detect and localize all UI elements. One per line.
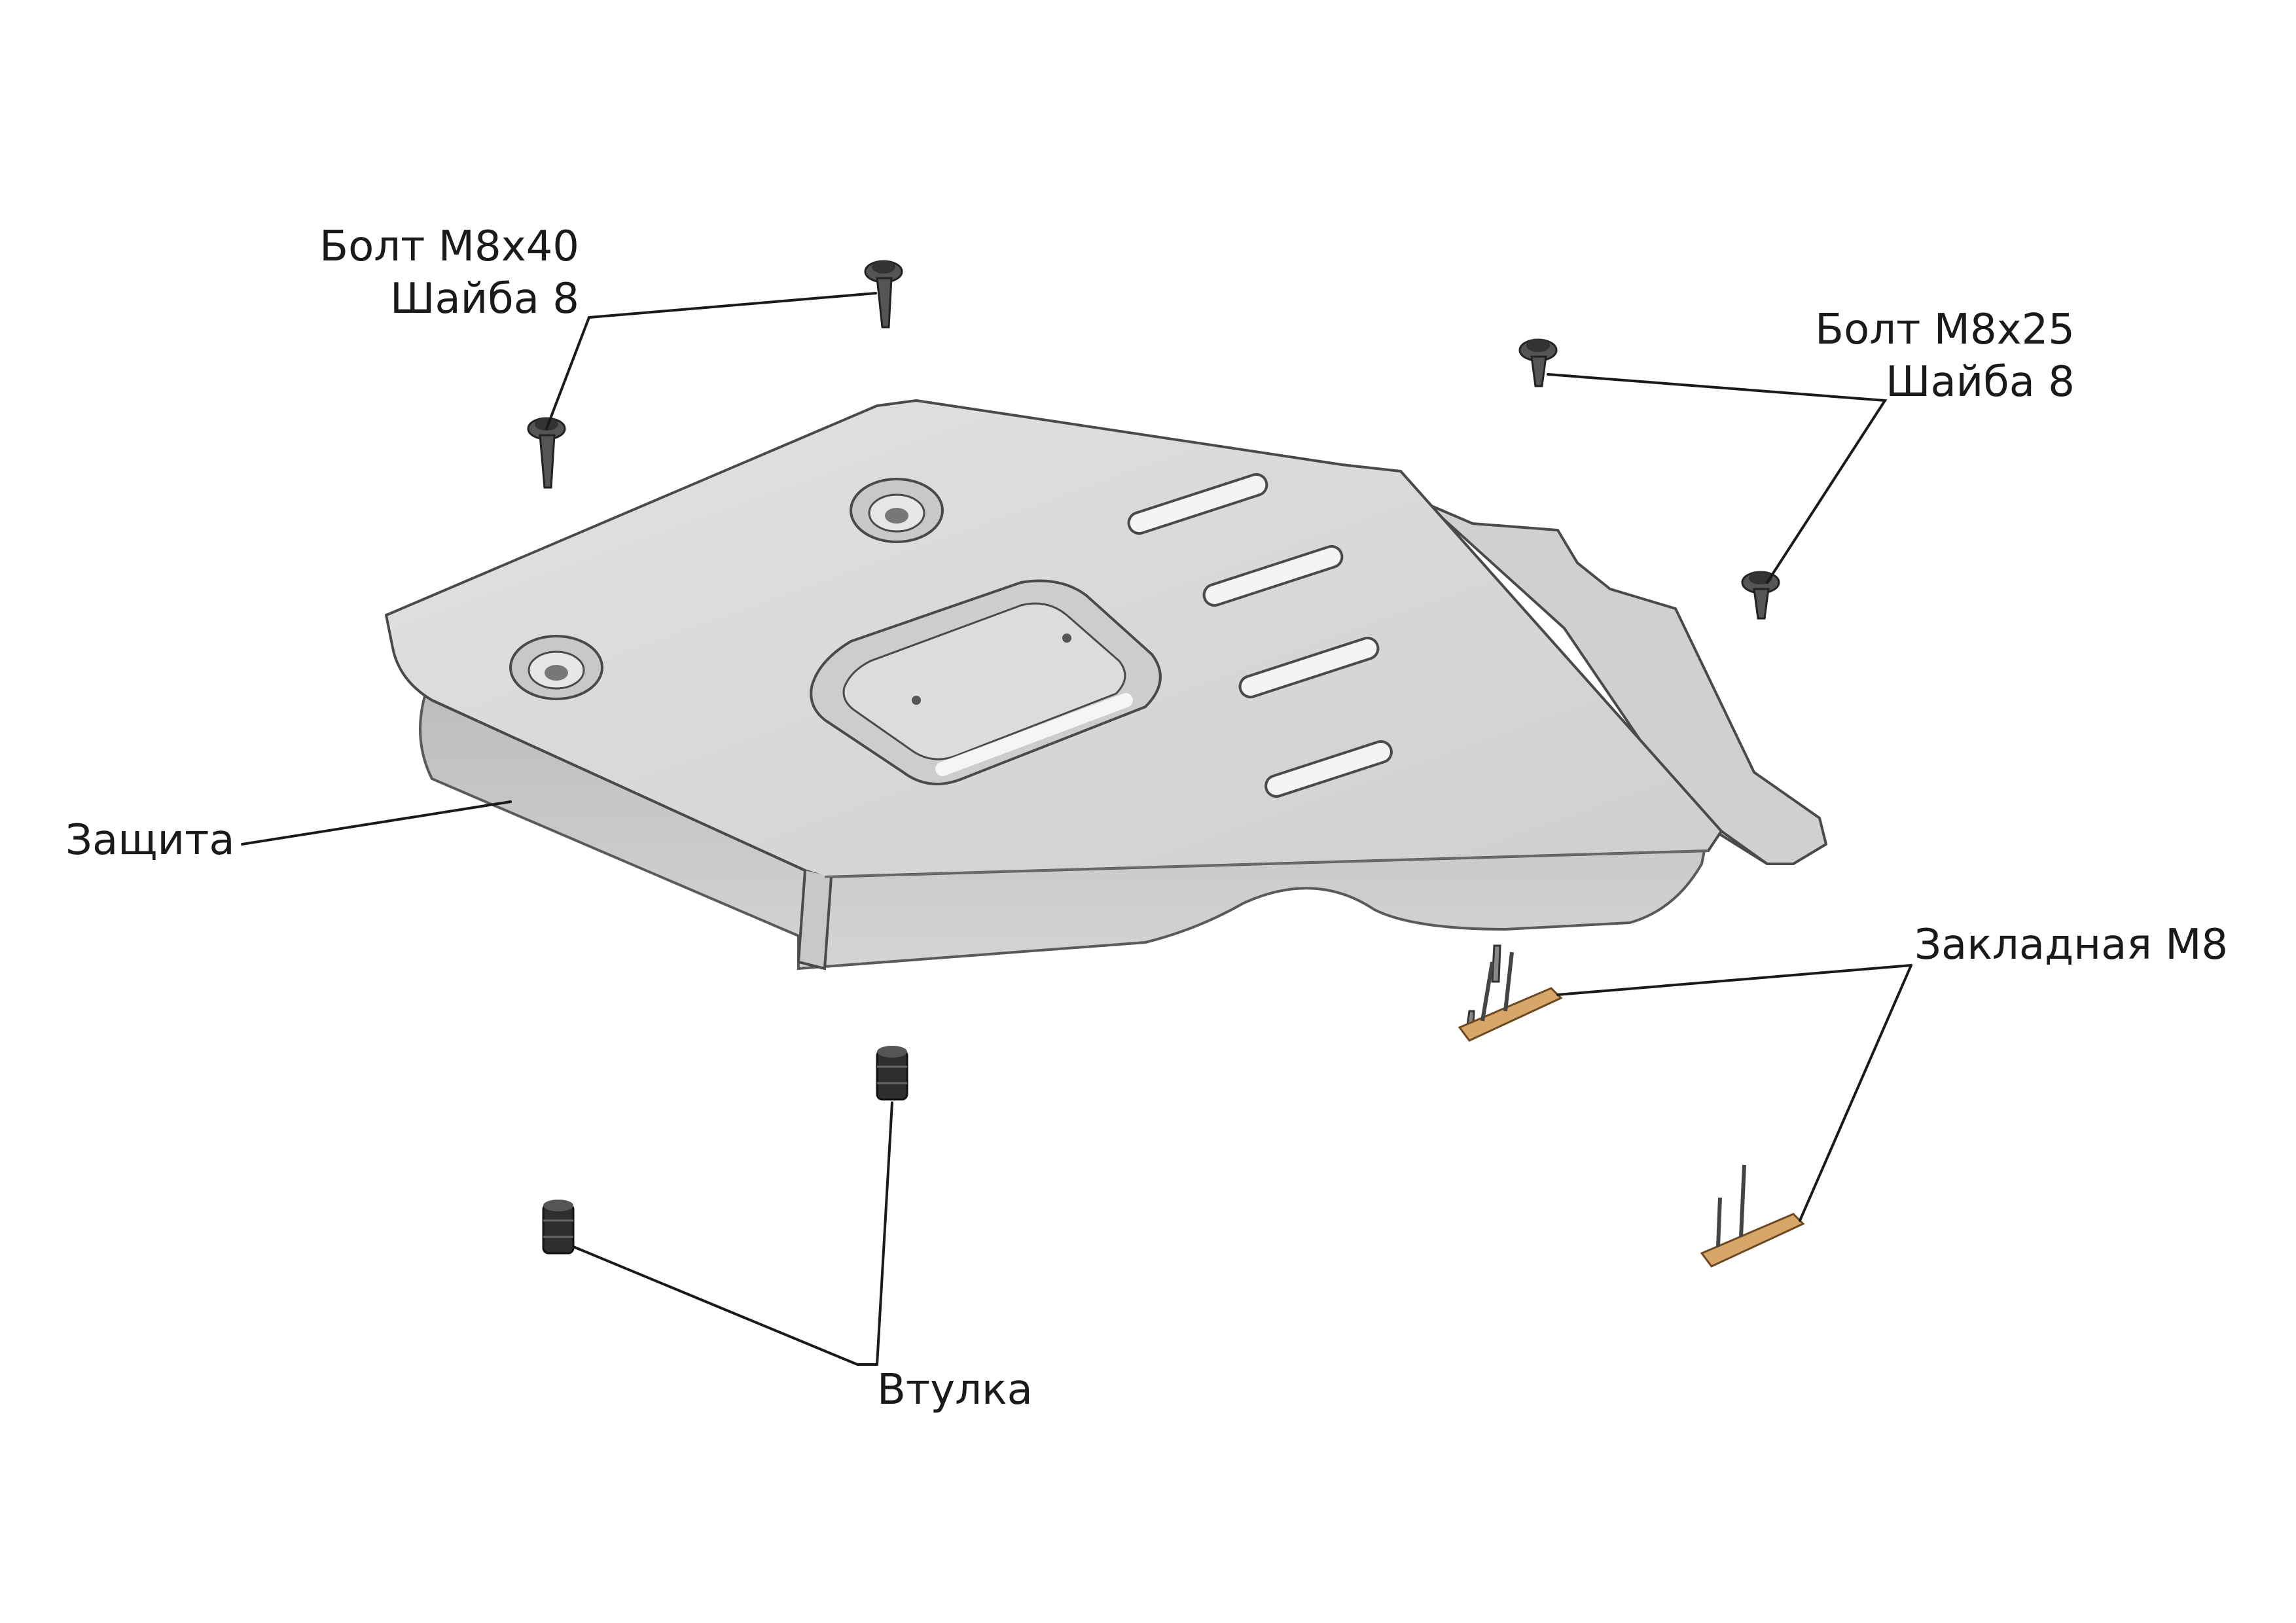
guard-side-skirt <box>419 692 1710 971</box>
leader-lines <box>241 292 1912 1366</box>
bolt-m8x40-upper <box>864 260 903 329</box>
bushing-lower <box>542 1200 575 1255</box>
bolt-m8x25-lower <box>1741 571 1780 620</box>
label-washer-right: Шайба 8 <box>1886 358 2075 406</box>
countersunk-hole-lower <box>509 635 603 700</box>
leader-insert-upper <box>1556 964 1912 996</box>
label-bolt-m8x25: Болт М8х25 <box>1815 306 2075 354</box>
label-insert-m8: Закладная М8 <box>1914 921 2228 969</box>
guard-plate <box>384 399 1828 971</box>
leader-bushing-lower <box>572 1245 878 1366</box>
leader-bolt-m8x40 <box>545 292 877 430</box>
label-washer-left: Шайба 8 <box>390 275 579 323</box>
insert-m8-lower <box>1700 1164 1805 1268</box>
leader-insert-lower <box>1799 964 1912 1222</box>
bolt-m8x25-upper <box>1518 338 1558 387</box>
label-guard: Защита <box>65 816 235 865</box>
label-bolt-m8x40: Болт М8х40 <box>319 223 579 271</box>
insert-m8-upper <box>1458 944 1563 1042</box>
guard-front-edge <box>797 870 833 971</box>
bushing-upper <box>876 1046 908 1101</box>
label-bushing: Втулка <box>877 1366 1033 1414</box>
vent-slots <box>1127 473 1393 798</box>
leader-guard <box>241 800 512 846</box>
raised-pad <box>810 579 1162 785</box>
leader-bushing-upper <box>876 1101 893 1366</box>
leader-bolt-m8x25 <box>1547 373 1888 584</box>
countersunk-hole-upper <box>850 478 944 543</box>
